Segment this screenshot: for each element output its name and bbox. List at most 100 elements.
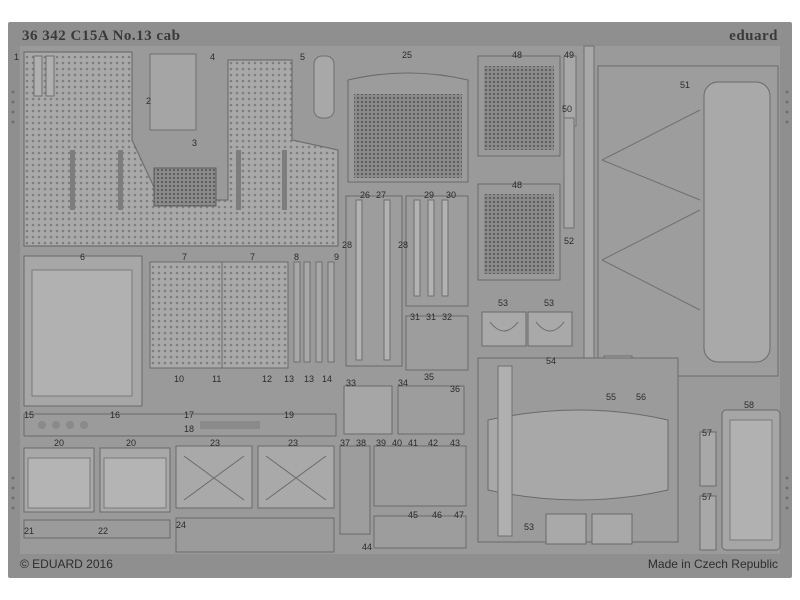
set-title: 36 342 C15A No.13 cab (22, 28, 181, 44)
part-33 (343, 385, 393, 435)
part-number: 43 (450, 438, 460, 448)
part-53-lower-left (545, 513, 587, 545)
part-57-upper (699, 431, 717, 487)
part-number: 53 (544, 298, 554, 308)
part-number: 56 (636, 392, 646, 402)
part-number: 28 (342, 240, 352, 250)
parts-23 (175, 445, 335, 509)
part-25-grille (347, 72, 469, 183)
part-number: 15 (24, 410, 34, 420)
part-number: 12 (262, 374, 272, 384)
part-number: 39 (376, 438, 386, 448)
part-number: 19 (284, 410, 294, 420)
parts-15-19-pieces (38, 421, 260, 429)
part-number: 30 (446, 190, 456, 200)
part-number: 45 (408, 510, 418, 520)
part-number: 20 (126, 438, 136, 448)
part-number: 26 (360, 190, 370, 200)
part-58-face (729, 419, 773, 541)
parts-37-38 (339, 445, 371, 535)
part-number: 49 (564, 50, 574, 60)
copyright-text: © EDUARD 2016 (20, 557, 113, 571)
part-48-lower-mesh (484, 194, 554, 274)
part-number: 50 (562, 104, 572, 114)
part-number: 9 (334, 252, 339, 262)
brand-logo-text: eduard (729, 28, 778, 44)
part-number: 1 (14, 52, 19, 62)
cab-floor-part (23, 51, 339, 247)
part-number: 58 (744, 400, 754, 410)
parts-21-22 (23, 519, 171, 539)
part-number: 10 (174, 374, 184, 384)
part-number: 52 (564, 236, 574, 246)
part-number: 27 (376, 190, 386, 200)
part-53-lower-right (591, 513, 633, 545)
part-number: 36 (450, 384, 460, 394)
part-number: 22 (98, 526, 108, 536)
part-24 (175, 517, 335, 553)
part-number: 57 (702, 428, 712, 438)
part-number: 14 (322, 374, 332, 384)
part-number: 38 (356, 438, 366, 448)
part-number: 53 (498, 298, 508, 308)
part-number: 55 (606, 392, 616, 402)
parts-26-30 (345, 195, 469, 367)
part-number: 42 (428, 438, 438, 448)
seat-base-frame (477, 357, 679, 543)
part-number: 44 (362, 542, 372, 552)
part-number: 11 (212, 374, 221, 384)
part-number: 33 (346, 378, 356, 388)
part-number: 54 (546, 356, 556, 366)
part-number: 48 (512, 180, 522, 190)
part-number: 6 (80, 252, 85, 262)
part-number: 13 (284, 374, 294, 384)
part-number: 34 (398, 378, 408, 388)
part-number: 23 (210, 438, 220, 448)
parts-53-upper (481, 311, 573, 347)
part-number: 4 (210, 52, 215, 62)
parts-34-36 (397, 385, 465, 435)
part-number-labels: 1 2 3 4 5 6 7 7 8 9 10 11 12 13 13 14 15… (14, 50, 754, 552)
part-number: 53 (524, 522, 534, 532)
part-50 (563, 117, 575, 229)
part-20-left-face (27, 457, 91, 509)
part-number: 35 (424, 372, 434, 382)
part-48-upper-mesh (484, 66, 554, 150)
parts-31-32 (405, 315, 469, 371)
part-7-right (221, 261, 289, 369)
parts-15-19 (23, 413, 337, 437)
part-51-panel (583, 45, 779, 447)
parts-8-9-rods (293, 261, 335, 363)
part-number: 37 (340, 438, 350, 448)
part-number: 7 (182, 252, 187, 262)
side-perforations (11, 90, 789, 510)
part-number: 16 (110, 410, 120, 420)
part-number: 48 (512, 50, 522, 60)
part-number: 17 (184, 410, 194, 420)
part-number: 3 (192, 138, 197, 148)
part-number: 13 (304, 374, 314, 384)
part-number: 41 (408, 438, 418, 448)
part-number: 46 (432, 510, 442, 520)
part-number: 31 (426, 312, 436, 322)
part-number: 40 (392, 438, 402, 448)
parts-44-47 (373, 515, 467, 549)
part-number: 51 (680, 80, 690, 90)
part-number: 23 (288, 438, 298, 448)
part-number: 18 (184, 424, 194, 434)
part-number: 31 (410, 312, 420, 322)
part-6-face (31, 269, 133, 397)
part-number: 20 (54, 438, 64, 448)
part-number: 32 (442, 312, 452, 322)
part-number: 7 (250, 252, 255, 262)
part-number: 57 (702, 492, 712, 502)
part-number: 28 (398, 240, 408, 250)
part-number: 2 (146, 96, 151, 106)
part-number: 21 (24, 526, 34, 536)
part-49 (563, 55, 577, 127)
part-7-left (149, 261, 223, 369)
part-5 (313, 55, 335, 119)
parts-39-43 (373, 445, 467, 507)
part-number: 5 (300, 52, 305, 62)
